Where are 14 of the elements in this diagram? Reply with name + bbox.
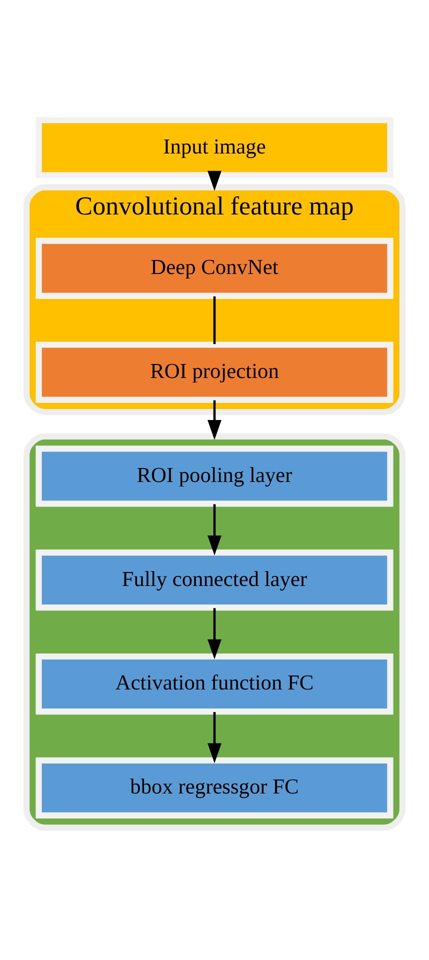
arrow [208, 170, 222, 191]
connector [213, 296, 216, 344]
node-box: Input image [36, 117, 394, 178]
arrow [208, 400, 222, 440]
node-box: ROI projection [36, 342, 394, 403]
node-box: Fully connected layer [36, 550, 394, 611]
arrow [208, 608, 222, 660]
arrow [208, 504, 222, 556]
cluster [23, 433, 406, 831]
node-box: Deep ConvNet [36, 238, 394, 299]
node-box: bbox regressgor FC [36, 757, 394, 818]
node-box: ROI pooling layer [36, 446, 394, 507]
node-box: Activation function FC [36, 653, 394, 715]
arrow [208, 712, 222, 764]
